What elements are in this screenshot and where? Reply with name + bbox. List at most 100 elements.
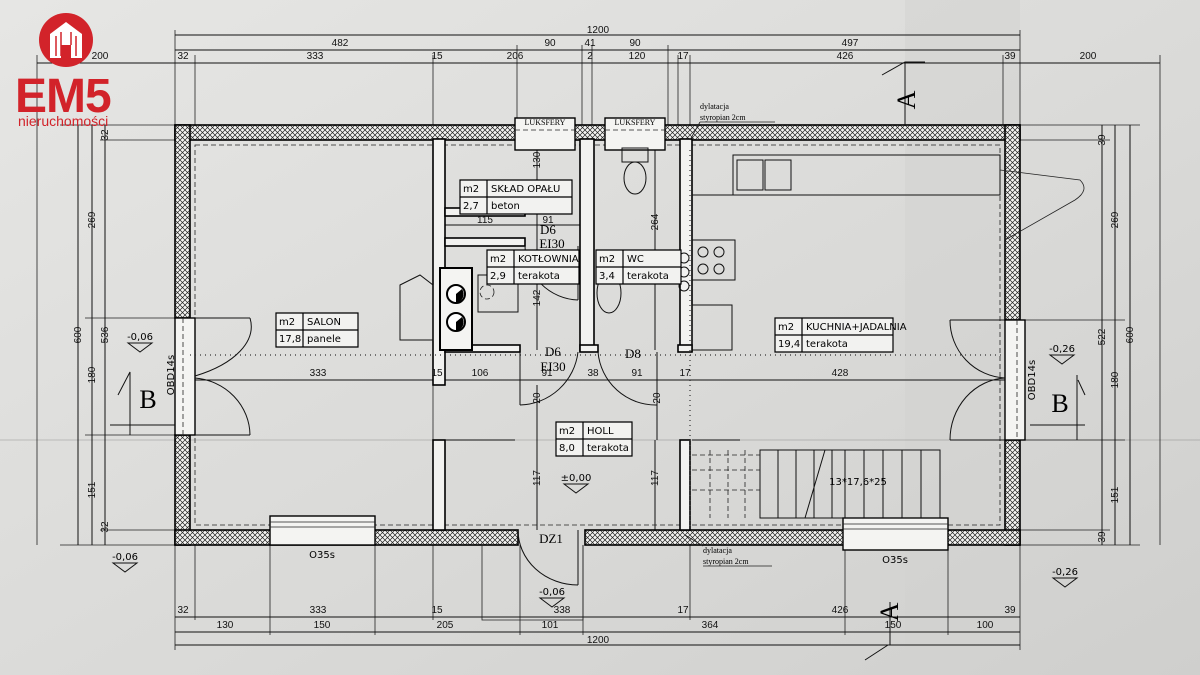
dimension-label: 120	[629, 51, 646, 62]
room-area: 19,4	[778, 339, 800, 350]
luksfery-window-2	[604, 117, 666, 151]
dimension-label: 101	[542, 620, 559, 631]
section-a-label: A	[875, 602, 904, 621]
room-area: 8,0	[559, 443, 575, 454]
radiator	[678, 280, 690, 292]
dimension-label: 269	[1110, 211, 1121, 228]
paper-fold	[905, 0, 1020, 675]
door-rating-ei30: EI30	[539, 236, 564, 251]
dimension-label: 142	[532, 289, 543, 306]
dimension-label: 151	[1110, 486, 1121, 503]
room-area: 2,7	[463, 201, 479, 212]
stove	[713, 263, 725, 275]
dimension-label: 115	[477, 215, 493, 226]
dimension-label: 39	[1097, 531, 1108, 543]
room-name: KOTŁOWNIA	[518, 254, 579, 265]
dimension-label: 338	[554, 605, 571, 616]
dimension-label: 333	[310, 368, 327, 379]
luksfery-window-1	[514, 117, 576, 151]
dimension-label: 32	[177, 605, 189, 616]
door-label-d8: D8	[625, 346, 641, 361]
dimension-label: 2	[587, 51, 593, 62]
section-a-label: A	[892, 90, 921, 109]
level-marker-label: -0,06	[112, 552, 138, 563]
room-area-unit: m2	[778, 322, 794, 333]
dimension-label: 205	[437, 620, 454, 631]
room-floor-finish: terakota	[518, 271, 560, 282]
window-label: OBD14s	[166, 355, 177, 395]
dimension-label: 90	[629, 38, 641, 49]
room-area-unit: m2	[490, 254, 506, 265]
dimension-label: 17	[679, 368, 691, 379]
section-markers	[110, 61, 1086, 661]
level-marker-label: ±0,00	[561, 473, 592, 484]
dimension-label: 117	[532, 470, 543, 486]
dimension-label: 38	[587, 368, 599, 379]
room-floor-finish: beton	[491, 201, 520, 212]
dimension-label: 91	[541, 368, 553, 379]
door-label-d6: D6	[545, 344, 561, 359]
dilatation-leader	[684, 121, 775, 567]
room-area-unit: m2	[599, 254, 615, 265]
dimension-label: 426	[832, 605, 849, 616]
dimension-label: 1200	[587, 635, 610, 646]
obd14s-door-left	[174, 317, 196, 436]
room-area: 3,4	[599, 271, 615, 282]
level-marker-label: -0,06	[539, 587, 565, 598]
dimension-label: 522	[1097, 328, 1108, 345]
dimension-label: 15	[431, 368, 443, 379]
dimension-label: 333	[307, 51, 324, 62]
room-floor-finish: terakota	[806, 339, 848, 350]
dimension-label: 264	[650, 213, 661, 230]
door-rating-ei30: EI30	[540, 359, 565, 374]
room-floor-finish: terakota	[627, 271, 669, 282]
room-area: 17,8	[279, 334, 301, 345]
door-label-d6: D6	[540, 222, 556, 237]
stairs-label: 13*17,6*25	[829, 477, 887, 488]
dimension-label: 180	[1110, 371, 1121, 388]
room-name: SKŁAD OPAŁU	[491, 184, 560, 195]
dimension-label: 428	[832, 368, 849, 379]
dimension-label: 150	[885, 620, 902, 631]
section-b-label: B	[1051, 389, 1068, 418]
chimney	[399, 274, 434, 341]
doors	[194, 245, 1006, 621]
room-label-box: m2 HOLL 8,0 terakota	[555, 421, 633, 457]
dimension-label: 17	[677, 51, 689, 62]
dimension-label: 39	[1004, 51, 1016, 62]
dimension-label: 269	[87, 211, 98, 228]
dimension-label: 15	[431, 51, 443, 62]
dimension-label: 426	[837, 51, 854, 62]
dimension-label: 536	[100, 326, 111, 343]
window-label: OBD14s	[1027, 360, 1038, 400]
level-markers	[111, 342, 1079, 608]
dilatation-note: dylatacja	[700, 102, 729, 111]
window-label: O35s	[309, 550, 335, 561]
room-area-unit: m2	[559, 426, 575, 437]
section-b-label: B	[139, 385, 156, 414]
dimension-label: 364	[702, 620, 719, 631]
dimension-label: 600	[1125, 326, 1136, 343]
em5-logo: EM5 nieruchomości	[15, 13, 112, 129]
dilatation-note: styropian 2cm	[703, 557, 749, 566]
level-marker-label: -0,06	[127, 332, 153, 343]
fridge	[691, 304, 733, 351]
obd14s-door-right	[1004, 319, 1026, 441]
dimension-label: 482	[332, 38, 349, 49]
dimension-label: 91	[631, 368, 643, 379]
level-marker-label: -0,26	[1049, 344, 1075, 355]
room-floor-finish: terakota	[587, 443, 629, 454]
dimension-label: 41	[584, 38, 596, 49]
dimension-label: 20	[532, 392, 543, 404]
dimension-label: 32	[100, 521, 111, 533]
fixtures	[399, 147, 1085, 351]
room-name: HOLL	[587, 426, 614, 437]
boiler	[439, 267, 473, 351]
dimension-label: 130	[217, 620, 234, 631]
dimension-label: 497	[842, 38, 859, 49]
